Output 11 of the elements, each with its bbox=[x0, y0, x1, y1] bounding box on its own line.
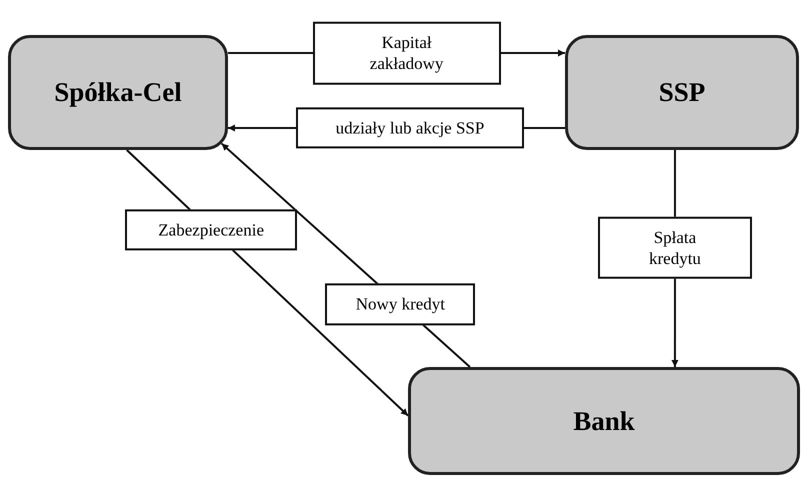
edge-label: Spłata kredytu bbox=[598, 216, 752, 279]
edge-label: udziały lub akcje SSP bbox=[296, 107, 524, 149]
rounded-box bbox=[408, 367, 800, 475]
node-label: SSP bbox=[658, 76, 706, 110]
edge-label: Zabezpieczenie bbox=[125, 209, 298, 250]
rounded-box bbox=[565, 35, 799, 150]
node-label: Bank bbox=[573, 404, 635, 438]
rounded-box bbox=[8, 35, 228, 150]
edge-label: Nowy kredyt bbox=[325, 284, 476, 326]
node-label: Spółka-Cel bbox=[54, 76, 182, 110]
edge-label: Kapitał zakładowy bbox=[312, 22, 501, 84]
